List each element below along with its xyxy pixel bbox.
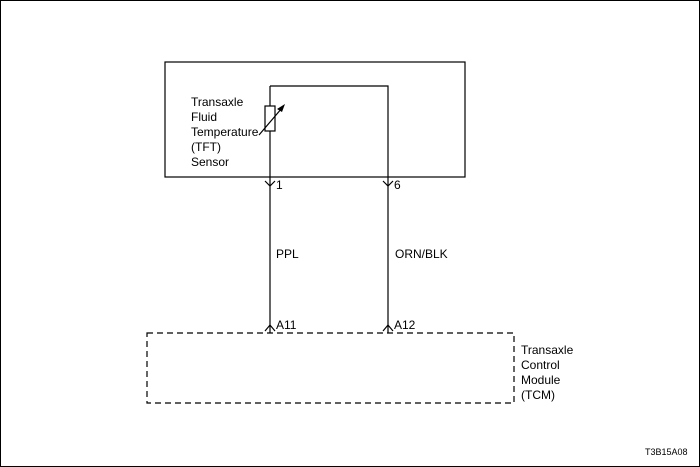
thermistor-symbol [258, 86, 285, 177]
tcm-box [146, 332, 515, 404]
wire-color-ppl: PPL [276, 247, 299, 261]
tcm-label-line-3: Module [521, 373, 561, 387]
pin-label-1: 1 [276, 178, 283, 192]
sensor-label-line-2: Fluid [191, 110, 217, 124]
connector-pin-a11-marker [264, 324, 276, 332]
wire-color-orn-blk: ORN/BLK [395, 247, 448, 261]
tcm-label-line-4: (TCM) [521, 388, 555, 402]
tcm-label: Transaxle Control Module (TCM) [521, 343, 577, 402]
pin-label-a11: A11 [276, 318, 297, 332]
pin-label-a12: A12 [394, 318, 416, 332]
sensor-label: Transaxle Fluid Temperature (TFT) Sensor [191, 95, 262, 169]
connector-pin-a12-marker [382, 324, 394, 332]
sensor-box [164, 61, 466, 178]
sensor-label-line-5: Sensor [191, 155, 229, 169]
figure-code: T3B15A08 [645, 447, 688, 457]
pin-label-6: 6 [394, 178, 401, 192]
sensor-label-line-1: Transaxle [191, 95, 244, 109]
connector-pin-6-marker [382, 180, 394, 187]
connector-pin-1-marker [264, 180, 276, 187]
sensor-internal-wire [270, 85, 389, 177]
sensor-label-line-3: Temperature [191, 125, 259, 139]
sensor-label-line-4: (TFT) [191, 140, 221, 154]
tcm-label-line-1: Transaxle [521, 343, 574, 357]
tcm-label-line-2: Control [521, 358, 560, 372]
